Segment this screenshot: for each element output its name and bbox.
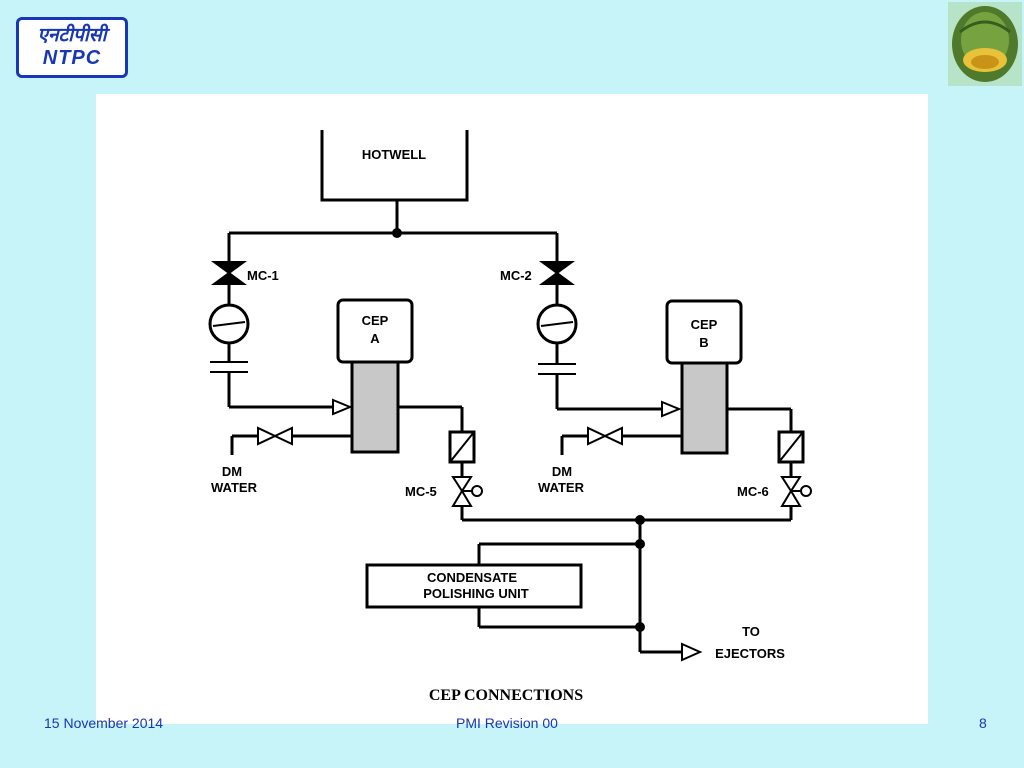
valve-mc1-icon (210, 261, 248, 285)
logo-hindi-text: एनटीपीसी (37, 24, 107, 46)
cpu-label-line2: POLISHING UNIT (423, 586, 529, 601)
footer-date: 15 November 2014 (44, 715, 164, 731)
hotwell-tank (320, 130, 469, 202)
hotwell-label: HOTWELL (362, 147, 426, 162)
valve-mc2-icon (538, 261, 576, 285)
inlet-arrow-a-icon (332, 398, 353, 416)
cep-b-label-line2: B (699, 335, 708, 350)
ntpc-logo: एनटीपीसी NTPC (16, 17, 128, 78)
dm-water-b-line2: WATER (538, 480, 585, 495)
junction-dot (635, 515, 645, 525)
leaf-emblem-icon (948, 2, 1022, 86)
condensate-polishing-unit (365, 563, 583, 609)
cep-b-label-line1: CEP (691, 317, 718, 332)
dm-valve-b-icon (587, 426, 623, 446)
mc2-label: MC-2 (500, 268, 532, 283)
dm-water-b-line1: DM (552, 464, 572, 479)
diagram-panel: HOTWELL MC-1 MC-2 CEP A CEP B DM WATER D… (96, 94, 928, 724)
dm-water-a-line2: WATER (211, 480, 258, 495)
inlet-arrow-b-icon (661, 400, 682, 418)
junction-dot (635, 539, 645, 549)
footer-revision: PMI Revision 00 (456, 715, 558, 731)
mc6-label: MC-6 (737, 484, 769, 499)
page-number: 8 (979, 715, 987, 731)
cpu-label-line1: CONDENSATE (427, 570, 517, 585)
logo-english-text: NTPC (42, 47, 102, 69)
to-label: TO (742, 624, 760, 639)
diagram-caption: CEP CONNECTIONS (429, 687, 583, 704)
ejectors-label: EJECTORS (715, 646, 785, 661)
junction-dot (635, 622, 645, 632)
cep-a-pump (350, 360, 400, 454)
cep-a-label-line1: CEP (362, 313, 389, 328)
dm-water-a-line1: DM (222, 464, 242, 479)
dm-valve-a-icon (257, 426, 293, 446)
cep-connections-diagram: HOTWELL MC-1 MC-2 CEP A CEP B DM WATER D… (208, 130, 812, 704)
junction-dot (392, 228, 402, 238)
ejector-arrow-icon (681, 642, 703, 662)
mc1-label: MC-1 (247, 268, 279, 283)
cep-b-pump (680, 361, 729, 455)
cep-a-label-line2: A (370, 331, 380, 346)
mc5-label: MC-5 (405, 484, 437, 499)
cep-b-motor (665, 299, 743, 365)
